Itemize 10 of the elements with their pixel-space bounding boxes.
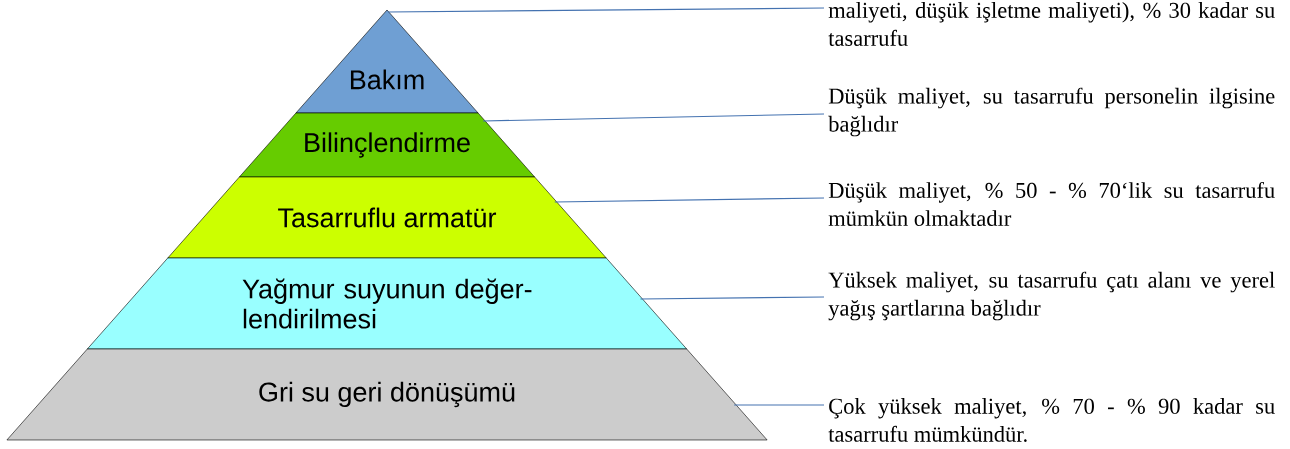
pyramid-layer: Yağmur suyunun değer- lendirilmesi (87, 257, 687, 350)
pyramid-layer: Bakım (295, 9, 479, 114)
description-text: maliyeti, düşük işletme maliyeti), % 30 kadar su tasarrufu (828, 2, 1275, 46)
description-text: Düşük maliyet, % 50 - % 70‘lik su tasarrufu mümkün olmaktadır (828, 181, 1275, 226)
description-text: Çok yüksek maliyet, % 70 - % 90 kadar su tasarrufu mümkündür. (828, 398, 1275, 442)
pyramid-layer: Bilinçlendirme (239, 112, 535, 178)
pyramid-layer: Gri su geri dönüşümü (6, 348, 768, 441)
description-text: Düşük maliyet, su tasarrufu personelin ilgisine bağlıdır (828, 87, 1275, 137)
pyramid-layer: Tasarruflu armatür (167, 176, 607, 259)
description-text: Yüksek maliyet, su tasarrufu çatı alanı ve yerel yağış şartlarına bağlıdır (828, 271, 1275, 321)
